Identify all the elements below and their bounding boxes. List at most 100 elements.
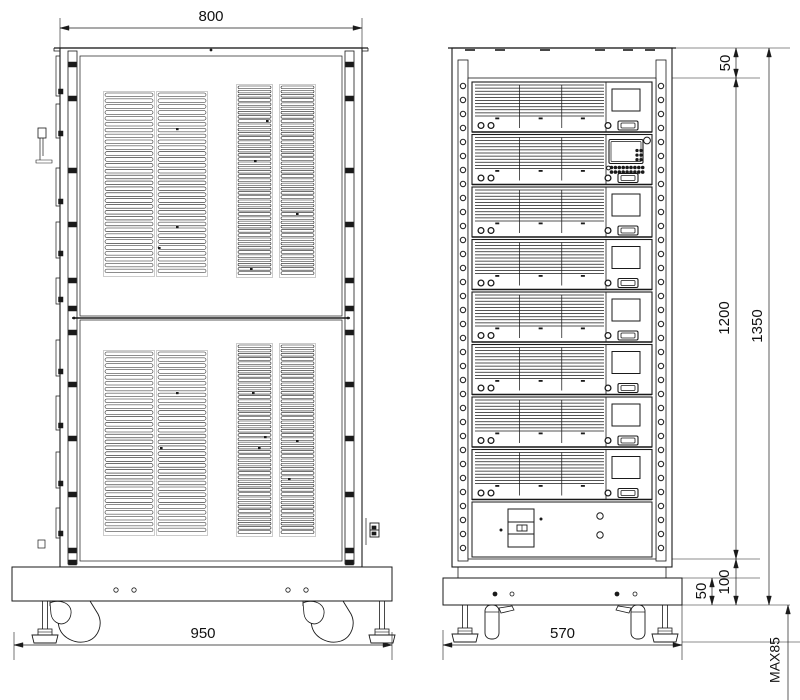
vent-panel-upper-left-1-slot-5 (104, 122, 154, 127)
vent-panel-upper-right-1-slot-3 (237, 98, 272, 102)
vent-panel-upper-right-1-slot-31 (237, 216, 272, 220)
vent-panel-lower-left-1-slot-4 (104, 375, 154, 380)
vent-panel-lower-left-1-slot-27 (104, 510, 154, 515)
rack-module-6-handle-inner (620, 385, 636, 391)
vent-panel-upper-left-2-slot-15 (157, 180, 207, 185)
dim-1200-text: 1200 (716, 301, 733, 334)
vent-panel-lower-left-1-slot-12 (104, 422, 154, 427)
side-bracket-6 (55, 395, 60, 431)
vent-panel-upper-right-2-slot-22 (280, 178, 315, 182)
dim-1350-text: 1350 (749, 309, 766, 342)
vent-panel-lower-right-1-slot-22 (237, 437, 272, 441)
rail-screw-left-13 (459, 264, 467, 272)
rack-module-3[interactable] (471, 186, 653, 238)
vent-panel-lower-left-2-slot-11 (157, 416, 207, 421)
vent-panel-upper-right-1-slot-33 (237, 225, 272, 229)
rack-module-1[interactable] (471, 81, 653, 133)
side-caster-left-brake-lever (498, 605, 515, 614)
vent-panel-upper-right-2-slot-17 (280, 157, 315, 161)
dimension-950: 950 (13, 625, 393, 660)
rack-module-2-aux-key-1-0 (635, 153, 639, 157)
rail-screw-left-28 (459, 474, 467, 482)
rack-module-2-screw-right (604, 174, 612, 182)
vent-panel-upper-left-1-slot-24 (104, 233, 154, 238)
vent-panel-upper-right-2-slot-2 (280, 94, 315, 98)
rack-module-2-key-0-4 (625, 165, 629, 170)
front-caster-left-swivel-yoke (49, 600, 72, 625)
vent-panel-upper-left-2-slot-9 (157, 145, 207, 150)
vent-panel-lower-left-2-slot-24 (157, 492, 207, 497)
rack-module-1-knob-right (487, 121, 495, 130)
vent-mark-1 (176, 226, 179, 229)
vent-panel-lower-left-1-slot-29 (104, 521, 154, 527)
rack-module-2-key-0-1 (613, 165, 618, 170)
vent-panel-lower-right-2-slot-42 (280, 522, 315, 526)
rack-module-4-meter-window (611, 246, 641, 269)
side-bracket-0 (55, 55, 60, 97)
vent-panel-lower-right-2-slot-38 (280, 505, 315, 509)
rack-module-5[interactable] (471, 291, 653, 343)
rack-module-4-handle-inner (620, 280, 636, 286)
vent-panel-upper-left-2-slot-3 (157, 110, 207, 115)
rack-module-7-meter-window (611, 403, 641, 427)
vent-speckle-marks (158, 120, 299, 481)
vent-panel-lower-right-2-slot-25 (280, 450, 315, 454)
vent-panel-upper-left-1-slot-6 (104, 127, 154, 133)
rail-screw-left-8 (459, 194, 467, 202)
hinge-block-right-10 (345, 547, 354, 554)
vent-panel-upper-left-2-slot-25 (157, 239, 207, 244)
vent-panel-upper-left-2-slot-24 (157, 233, 207, 238)
vent-panel-upper-left-2-slot-6 (157, 127, 207, 133)
vent-panel-lower-right-2-slot-32 (280, 479, 315, 484)
rail-screw-left-32 (459, 530, 467, 538)
vent-panel-lower-right-1-slot-4 (237, 361, 272, 365)
rack-module-4[interactable] (471, 238, 653, 291)
vent-panel-upper-right-2-slot-23 (280, 182, 315, 187)
vent-panel-lower-right-1-slot-43 (237, 526, 272, 530)
rack-module-8[interactable] (471, 448, 653, 501)
rack-module-5-meter-window (611, 298, 641, 322)
vent-panel-lower-right-1-frame (236, 343, 273, 537)
base-hole-3 (303, 587, 309, 593)
vent-panel-lower-right-1-slot-31 (237, 475, 272, 479)
vent-panel-upper-right-1-slot-32 (237, 220, 272, 225)
vent-panel-upper-right-1-slot-1 (237, 89, 272, 94)
vent-panel-upper-right-2-slot-24 (280, 187, 315, 191)
hinge-block-left-7 (68, 381, 77, 388)
vent-panel-upper-right-1-slot-6 (237, 111, 272, 115)
vent-panel-upper-left-2-slot-22 (157, 221, 207, 227)
hinge-block-left-1 (68, 95, 77, 102)
rack-module-2-key-1-0 (609, 170, 614, 174)
rail-screw-right-22 (657, 390, 665, 398)
vent-panel-upper-left-1-slot-4 (104, 116, 154, 121)
vent-panel-upper-right-1-slot-20 (237, 170, 272, 174)
rack-module-6-screw-right (604, 384, 612, 392)
breaker-mark-right (539, 517, 543, 521)
side-base-hole-2 (614, 591, 620, 597)
side-caster-right-wheel-edge (630, 604, 646, 640)
dim-50-base-text: 50 (693, 583, 710, 600)
rail-screw-right-8 (657, 194, 665, 202)
rack-module-2[interactable] (471, 133, 653, 186)
vent-panel-upper-left-1-slot-26 (104, 245, 154, 250)
rack-module-5-knob-left (477, 331, 485, 340)
front-leveling-foot-right (368, 601, 396, 644)
rack-module-6-meter-window (611, 351, 641, 374)
vent-panel-upper-left-2-slot-10 (157, 151, 207, 156)
rack-module-7[interactable] (471, 396, 653, 448)
vent-panel-upper-right-1-slot-44 (237, 271, 272, 275)
bracket-lug-0 (58, 88, 64, 95)
rail-screw-left-2 (459, 110, 467, 118)
rack-module-6[interactable] (471, 343, 653, 396)
vent-panel-lower-right-2-slot-0 (280, 344, 315, 348)
rail-screw-left-4 (459, 138, 467, 146)
vent-panel-lower-right-1-slot-5 (237, 365, 272, 370)
front-top-left-lip (53, 48, 60, 52)
vent-panel-lower-right-2-slot-37 (280, 500, 315, 505)
rail-screw-left-19 (459, 348, 467, 356)
vent-panel-lower-left-1-slot-14 (104, 433, 154, 439)
front-right-latch (365, 518, 380, 545)
hinge-block-left-6 (68, 329, 77, 336)
vent-panel-lower-right-1-slot-25 (237, 450, 272, 454)
vent-panel-lower-left-2-slot-5 (157, 381, 207, 386)
